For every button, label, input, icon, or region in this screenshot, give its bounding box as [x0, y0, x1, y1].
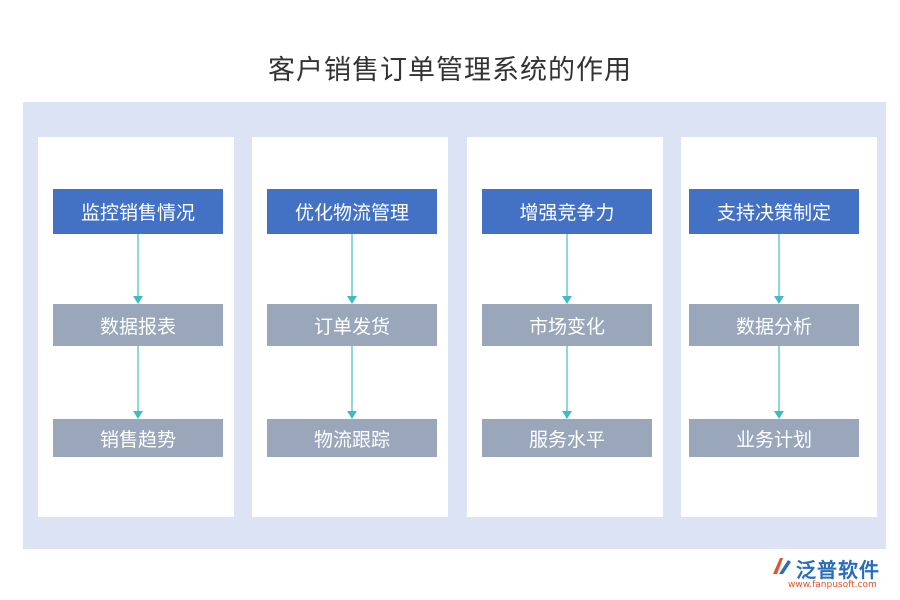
arrow-head-1 — [347, 296, 357, 304]
arrow-connectors — [774, 234, 784, 419]
column-1: 监控销售情况 数据报表 销售趋势 — [38, 137, 234, 517]
arrow-connectors — [562, 234, 572, 419]
arrow-head-1 — [133, 296, 143, 304]
column-4: 支持决策制定 数据分析 业务计划 — [681, 137, 877, 517]
sub-box: 数据分析 — [689, 304, 859, 346]
head-box: 增强竞争力 — [482, 189, 652, 234]
sub-box: 物流跟踪 — [267, 419, 437, 457]
sub-box: 业务计划 — [689, 419, 859, 457]
arrow-head-2 — [562, 411, 572, 419]
brand-logo: 泛普软件 www.fanpusoft.com — [770, 554, 894, 594]
arrow-head-2 — [774, 411, 784, 419]
logo-name: 泛普软件 — [796, 558, 880, 582]
page-title: 客户销售订单管理系统的作用 — [268, 55, 632, 86]
arrow-head-1 — [774, 296, 784, 304]
arrow-connectors — [347, 234, 357, 419]
fanpu-logo-icon — [773, 558, 791, 574]
arrow-head-1 — [562, 296, 572, 304]
arrow-head-2 — [133, 411, 143, 419]
head-box: 监控销售情况 — [53, 189, 223, 234]
arrow-connectors — [133, 234, 143, 419]
logo-url: www.fanpusoft.com — [788, 580, 877, 590]
sub-box: 订单发货 — [267, 304, 437, 346]
arrow-head-2 — [347, 411, 357, 419]
sub-box: 服务水平 — [482, 419, 652, 457]
sub-box: 市场变化 — [482, 304, 652, 346]
head-box: 优化物流管理 — [267, 189, 437, 234]
head-box: 支持决策制定 — [689, 189, 859, 234]
sub-box: 销售趋势 — [53, 419, 223, 457]
sub-box: 数据报表 — [53, 304, 223, 346]
column-3: 增强竞争力 市场变化 服务水平 — [467, 137, 663, 517]
column-2: 优化物流管理 订单发货 物流跟踪 — [252, 137, 448, 517]
